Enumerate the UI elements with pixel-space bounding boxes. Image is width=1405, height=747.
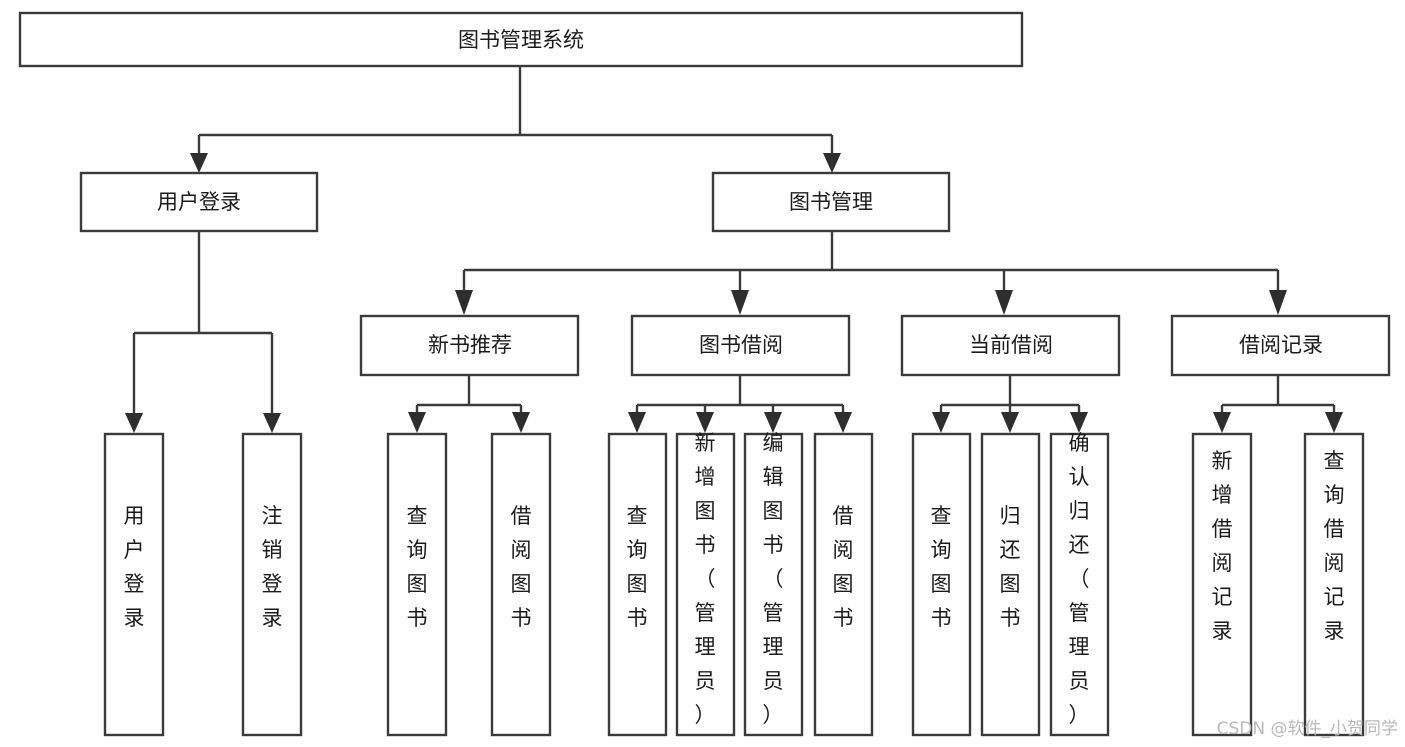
arrow-to-leaf-add-book: [696, 412, 714, 433]
node-leaf-return-book-label: 归还图书: [1000, 504, 1021, 630]
arrow-to-new-book-recommend: [455, 290, 473, 315]
arrow-to-borrow-record: [1269, 290, 1287, 315]
node-leaf-query-record[interactable]: 查询借阅记录: [1303, 432, 1365, 737]
arrow-to-leaf-confirm-return: [1070, 412, 1088, 433]
arrow-to-user-login: [190, 153, 208, 173]
node-leaf-query-book-3-label: 查询图书: [931, 504, 952, 630]
node-leaf-query-book-1[interactable]: 查询图书: [386, 432, 448, 737]
arrow-to-leaf-user-logout: [263, 413, 281, 433]
arrow-to-leaf-query-book-1: [408, 412, 426, 433]
node-root-label: 图书管理系统: [458, 28, 584, 52]
node-leaf-user-login[interactable]: 用户登录: [103, 432, 165, 737]
node-leaf-query-book-1-box[interactable]: [386, 432, 448, 737]
arrow-to-leaf-add-record: [1213, 412, 1231, 433]
node-book-manage[interactable]: 图书管理: [711, 171, 951, 233]
node-leaf-add-book-label: 新增图书（管理员）: [695, 431, 716, 727]
arrow-to-leaf-query-book-2: [628, 412, 646, 433]
arrow-to-book-manage: [823, 153, 841, 173]
arrow-to-leaf-return-book: [1001, 412, 1019, 433]
node-leaf-borrow-book-2-box[interactable]: [813, 432, 874, 737]
node-book-borrow-label: 图书借阅: [699, 333, 783, 357]
node-leaf-edit-book-box[interactable]: [743, 432, 804, 737]
node-leaf-user-login-box[interactable]: [103, 432, 165, 737]
node-user-login[interactable]: 用户登录: [79, 171, 319, 233]
node-leaf-borrow-book-1-box[interactable]: [490, 432, 552, 737]
node-leaf-query-record-box[interactable]: [1303, 432, 1365, 737]
node-leaf-add-book-box[interactable]: [675, 432, 736, 737]
node-leaf-query-book-2-box[interactable]: [607, 432, 668, 737]
arrow-to-leaf-borrow-book-2: [834, 412, 852, 433]
node-leaf-query-book-2-label: 查询图书: [627, 504, 648, 630]
node-leaf-return-book-box[interactable]: [980, 432, 1041, 737]
node-user-login-box[interactable]: [79, 171, 319, 233]
node-leaf-return-book[interactable]: 归还图书: [980, 432, 1041, 737]
edges-layer: [125, 66, 1343, 433]
node-book-manage-box[interactable]: [711, 171, 951, 233]
node-current-borrow-label: 当前借阅: [969, 333, 1053, 357]
node-leaf-edit-book[interactable]: 编辑图书（管理员）: [743, 431, 804, 737]
node-leaf-query-record-label: 查询借阅记录: [1324, 449, 1345, 643]
node-current-borrow-box[interactable]: [900, 314, 1121, 377]
node-leaf-borrow-book-2[interactable]: 借阅图书: [813, 432, 874, 737]
node-book-borrow-box[interactable]: [630, 314, 851, 377]
arrow-to-leaf-borrow-book-1: [512, 412, 530, 433]
node-borrow-record-box[interactable]: [1170, 314, 1391, 377]
node-leaf-user-logout-box[interactable]: [241, 432, 303, 737]
node-user-login-label: 用户登录: [157, 190, 241, 214]
node-current-borrow[interactable]: 当前借阅: [900, 314, 1121, 377]
node-borrow-record-label: 借阅记录: [1239, 333, 1323, 357]
node-root-box[interactable]: [18, 11, 1024, 68]
node-new-book-recommend[interactable]: 新书推荐: [359, 314, 580, 377]
node-leaf-borrow-book-1[interactable]: 借阅图书: [490, 432, 552, 737]
node-leaf-add-record-box[interactable]: [1191, 432, 1253, 737]
node-leaf-query-book-3-box[interactable]: [911, 432, 972, 737]
node-leaf-add-book[interactable]: 新增图书（管理员）: [675, 431, 736, 737]
arrow-to-leaf-edit-book: [764, 412, 782, 433]
node-new-book-recommend-label: 新书推荐: [428, 333, 512, 357]
node-leaf-edit-book-label: 编辑图书（管理员）: [763, 431, 784, 727]
node-root[interactable]: 图书管理系统: [18, 11, 1024, 68]
node-leaf-query-book-3[interactable]: 查询图书: [911, 432, 972, 737]
node-book-borrow[interactable]: 图书借阅: [630, 314, 851, 377]
node-leaf-user-logout[interactable]: 注销登录: [241, 432, 303, 737]
node-leaf-user-logout-label: 注销登录: [262, 504, 283, 630]
node-leaf-query-book-1-label: 查询图书: [407, 504, 428, 630]
arrow-to-current-borrow: [995, 290, 1013, 315]
node-borrow-record[interactable]: 借阅记录: [1170, 314, 1391, 377]
node-leaf-confirm-return[interactable]: 确认归还（管理员）: [1049, 431, 1110, 737]
arrow-to-leaf-query-book-3: [932, 412, 950, 433]
node-leaf-query-book-2[interactable]: 查询图书: [607, 432, 668, 737]
node-leaf-borrow-book-1-label: 借阅图书: [511, 504, 532, 630]
arrow-to-book-borrow: [731, 290, 749, 315]
node-leaf-confirm-return-box[interactable]: [1049, 432, 1110, 737]
node-leaf-user-login-label: 用户登录: [124, 504, 145, 630]
node-book-manage-label: 图书管理: [789, 190, 873, 214]
arrow-to-leaf-query-record: [1325, 412, 1343, 433]
arrow-to-leaf-user-login: [125, 413, 143, 433]
node-leaf-borrow-book-2-label: 借阅图书: [833, 504, 854, 630]
node-leaf-confirm-return-label: 确认归还（管理员）: [1069, 431, 1090, 727]
node-leaf-add-record-label: 新增借阅记录: [1212, 449, 1233, 643]
node-leaf-add-record[interactable]: 新增借阅记录: [1191, 432, 1253, 737]
csdn-watermark: CSDN @软件_小贺同学: [1217, 719, 1398, 739]
node-new-book-recommend-box[interactable]: [359, 314, 580, 377]
